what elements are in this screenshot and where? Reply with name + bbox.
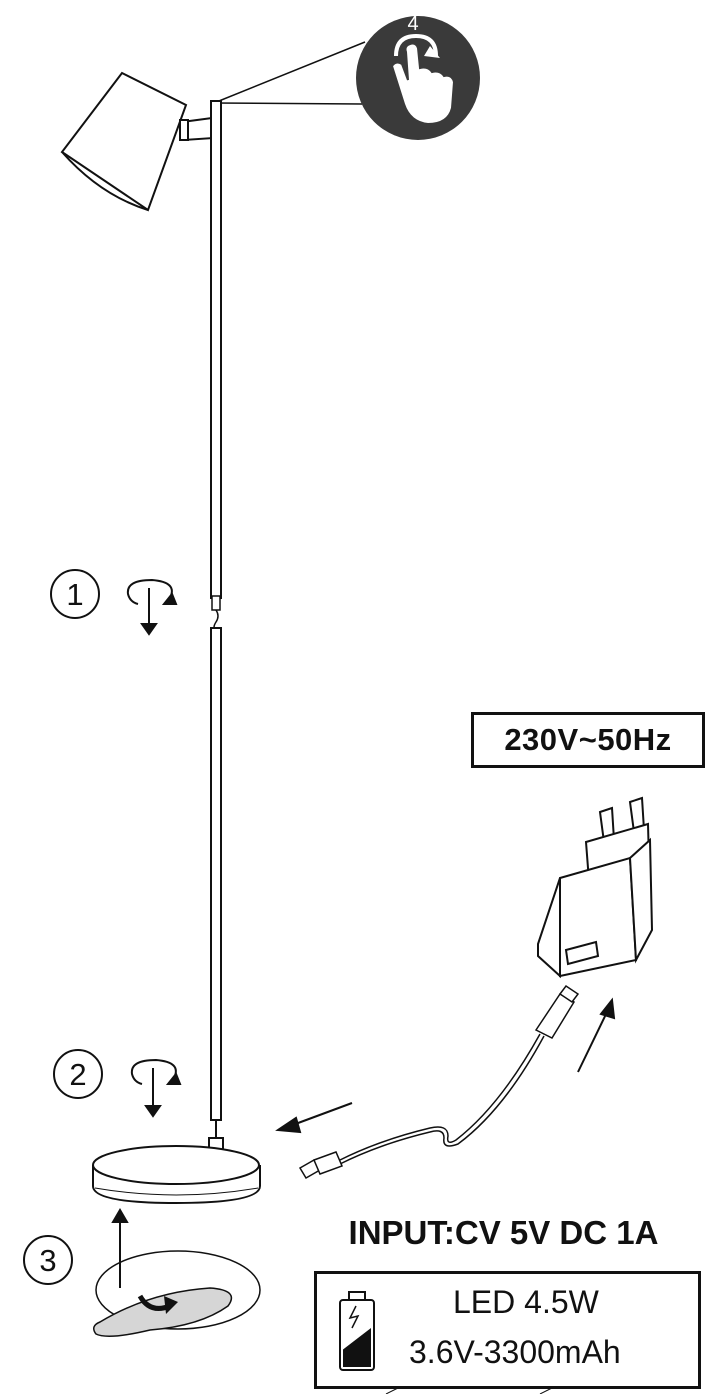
- wall-charger: [537, 796, 654, 979]
- step-3-label: 3: [39, 1243, 56, 1278]
- touch-hand-icon: [356, 16, 480, 140]
- touch-count-label: 4: [407, 13, 418, 35]
- insert-arrow: [275, 1102, 353, 1134]
- battery-capacity-label: 3.6V-3300mAh: [409, 1334, 621, 1370]
- plug-arrow: [577, 997, 616, 1073]
- led-power-label: LED 4.5W: [453, 1284, 599, 1320]
- lower-pole: [208, 627, 224, 1163]
- input-spec-label: INPUT:CV 5V DC 1A: [348, 1214, 659, 1251]
- step-1-badge: [50, 569, 100, 619]
- lift-arrow: [111, 1208, 129, 1288]
- step-2-badge: [53, 1049, 103, 1099]
- step-2-label: 2: [69, 1057, 86, 1092]
- step-1-label: 1: [66, 577, 83, 612]
- step-3-badge: [23, 1235, 73, 1285]
- pole-joint: [211, 595, 221, 633]
- lamp-shade: [60, 71, 216, 212]
- voltage-label-box: 230V~50Hz: [471, 712, 705, 768]
- usb-cable: [298, 984, 580, 1180]
- touch-callout-lines: [213, 41, 366, 105]
- battery-spec-box: LED 4.5W 3.6V-3300mAh: [314, 1271, 701, 1389]
- lamp-base: [92, 1145, 261, 1205]
- bottom-bracket-lines: [385, 1387, 553, 1394]
- voltage-label: 230V~50Hz: [504, 722, 672, 757]
- rotate-arrow-icon: [126, 578, 178, 636]
- upper-pole: [210, 100, 222, 599]
- battery-charging-icon: [339, 1291, 375, 1371]
- adhesive-pad: [93, 1250, 261, 1337]
- rotate-arrow-icon-2: [130, 1058, 182, 1118]
